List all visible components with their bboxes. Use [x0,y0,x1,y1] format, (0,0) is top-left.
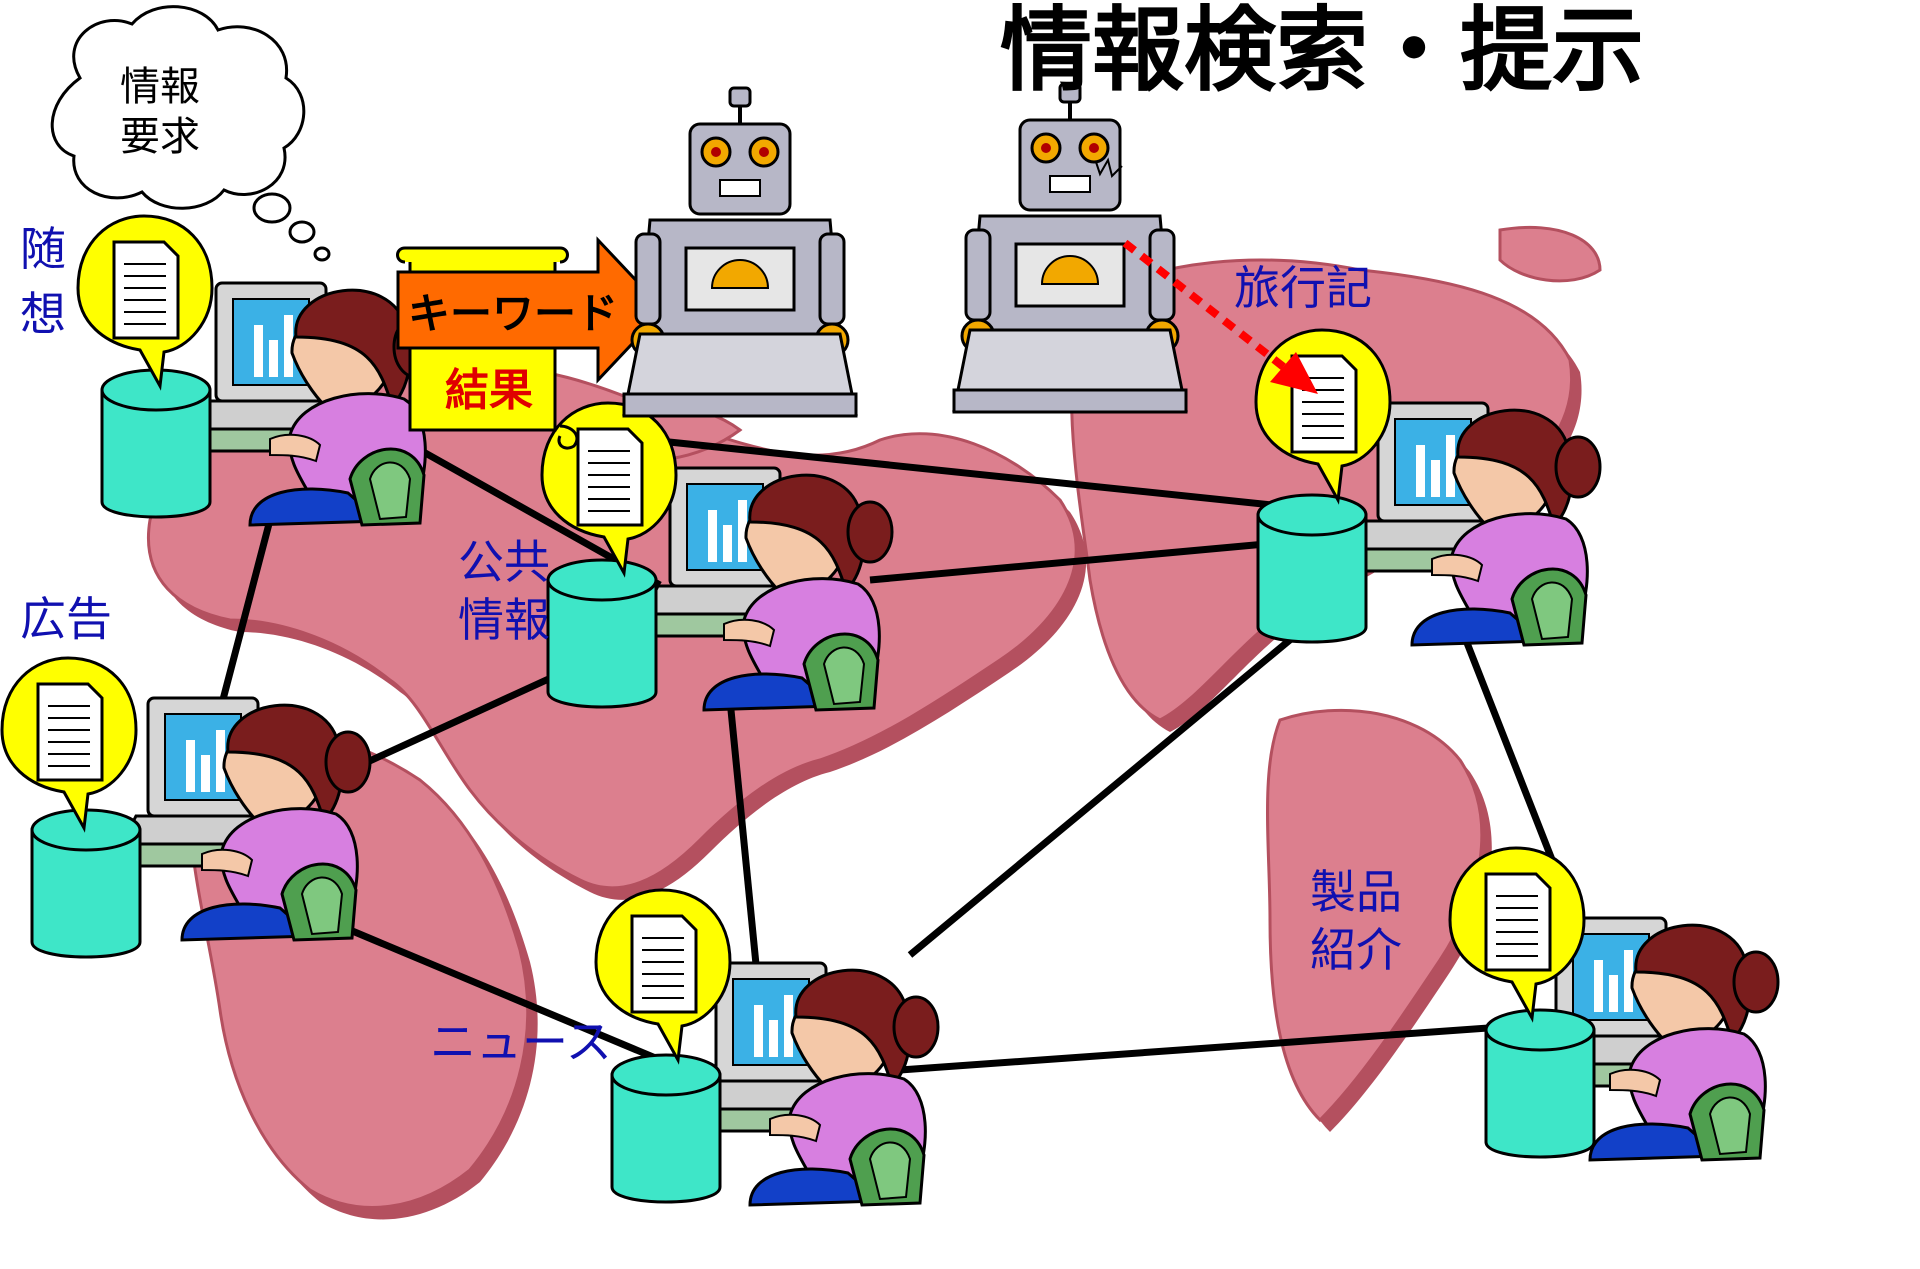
node-label-essay-1: 随 [20,222,66,276]
thought-cloud-line-2: 要求 [120,114,200,160]
page-title: 情報検索・提示 [1000,0,1644,104]
node-ads: 広告 [0,592,372,959]
document-callout-icon [76,214,214,388]
robot-alert-icon [952,82,1188,414]
node-essay: 随 想 [20,214,440,527]
node-label-public-info-2: 情報 [458,593,550,647]
network-links [211,436,1564,1089]
keyword-label: キーワード [408,289,618,338]
database-icon [30,808,142,959]
node-label-public-info-1: 公共 [458,535,550,589]
thought-cloud-line-1: 情報 [120,64,200,110]
user-at-computer-icon [682,961,940,1207]
node-travel: 旅行記 [1234,261,1602,647]
document-callout-icon [0,656,138,830]
node-label-travel: 旅行記 [1234,261,1372,315]
node-label-essay-2: 想 [20,287,66,341]
keyword-arrow-icon [396,236,667,384]
node-label-products-2: 紹介 [1310,923,1402,977]
database-icon [1484,1008,1596,1159]
robot-icon [622,86,858,418]
database-icon [610,1053,722,1204]
node-public-info: 公共 情報 [458,401,894,712]
result-label: 結果 [445,365,533,416]
node-label-products-1: 製品 [1310,865,1402,919]
user-at-computer-icon [114,696,372,942]
node-label-news: ニュース [430,1015,612,1069]
node-news: ニュース [430,888,940,1207]
database-icon [100,368,212,519]
node-products: 製品 紹介 [1310,846,1780,1162]
thought-cloud-icon [50,5,331,262]
database-icon [546,558,658,709]
document-callout-icon [594,888,732,1062]
node-label-ads: 広告 [20,592,112,646]
user-at-computer-icon [1344,401,1602,647]
dashed-arrow-icon [1122,239,1318,394]
database-icon [1256,493,1368,644]
